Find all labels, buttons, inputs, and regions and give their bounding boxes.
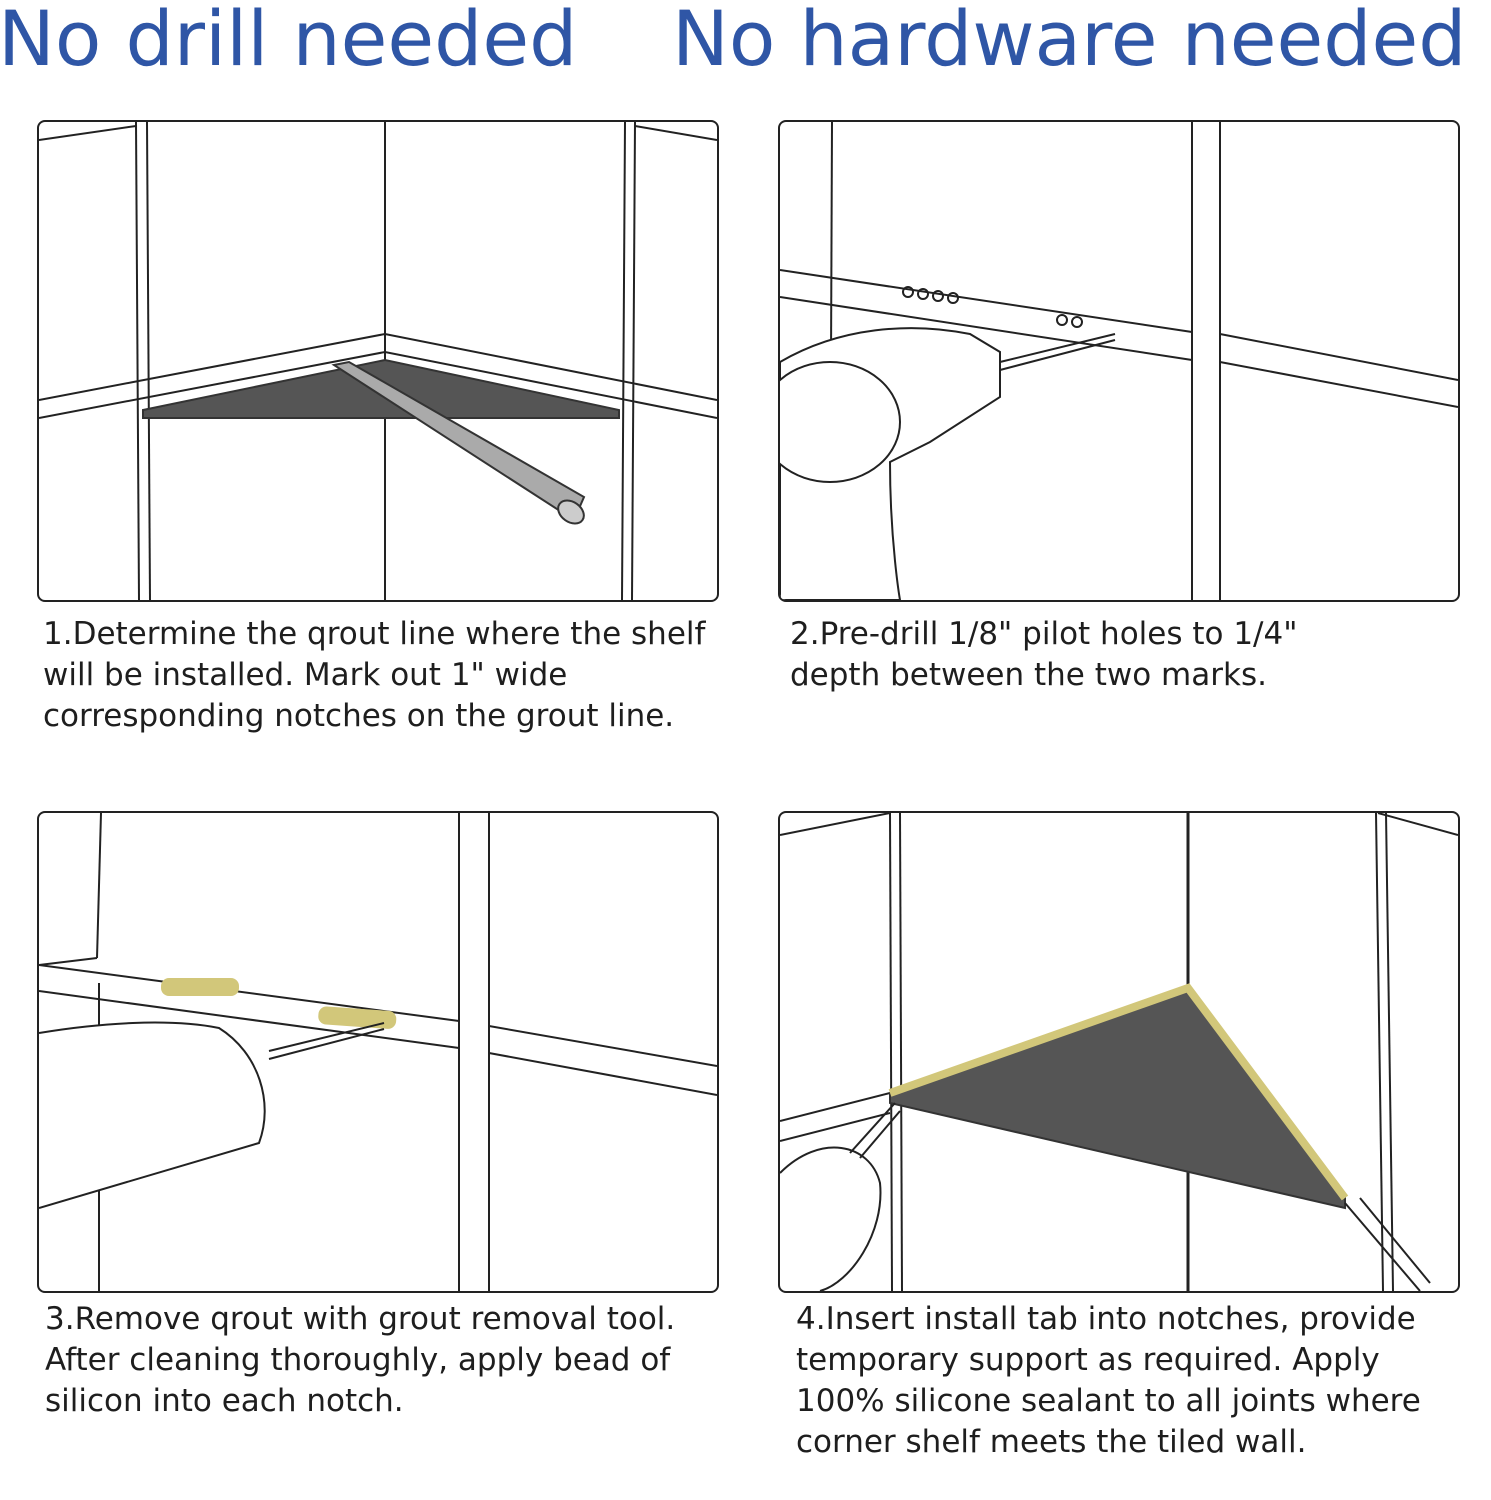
- step-4-illustration: [778, 811, 1460, 1293]
- sealant-gun-icon: [780, 1102, 901, 1291]
- step-1-illustration: [37, 120, 719, 602]
- step-2-caption: 2.Pre-drill 1/8" pilot holes to 1/4" dep…: [790, 616, 1298, 693]
- drill-icon: [780, 327, 1116, 600]
- step-1-caption: 1.Determine the qrout line where the she…: [43, 616, 706, 734]
- header-no-drill: No drill needed: [0, 0, 578, 83]
- drill-icon: [39, 1021, 385, 1209]
- step-3-caption: 3.Remove qrout with grout removal tool. …: [45, 1301, 676, 1419]
- header-no-hardware: No hardware needed: [672, 0, 1467, 83]
- step-2-illustration: [778, 120, 1460, 602]
- step-3-illustration: [37, 811, 719, 1293]
- step-4-caption: 4.Insert install tab into notches, provi…: [796, 1301, 1421, 1460]
- silicone-bead-icon: [161, 978, 397, 1029]
- pencil-icon: [331, 360, 586, 525]
- silicone-sealant-icon: [888, 983, 1349, 1201]
- pilot-holes-icon: [902, 286, 1083, 328]
